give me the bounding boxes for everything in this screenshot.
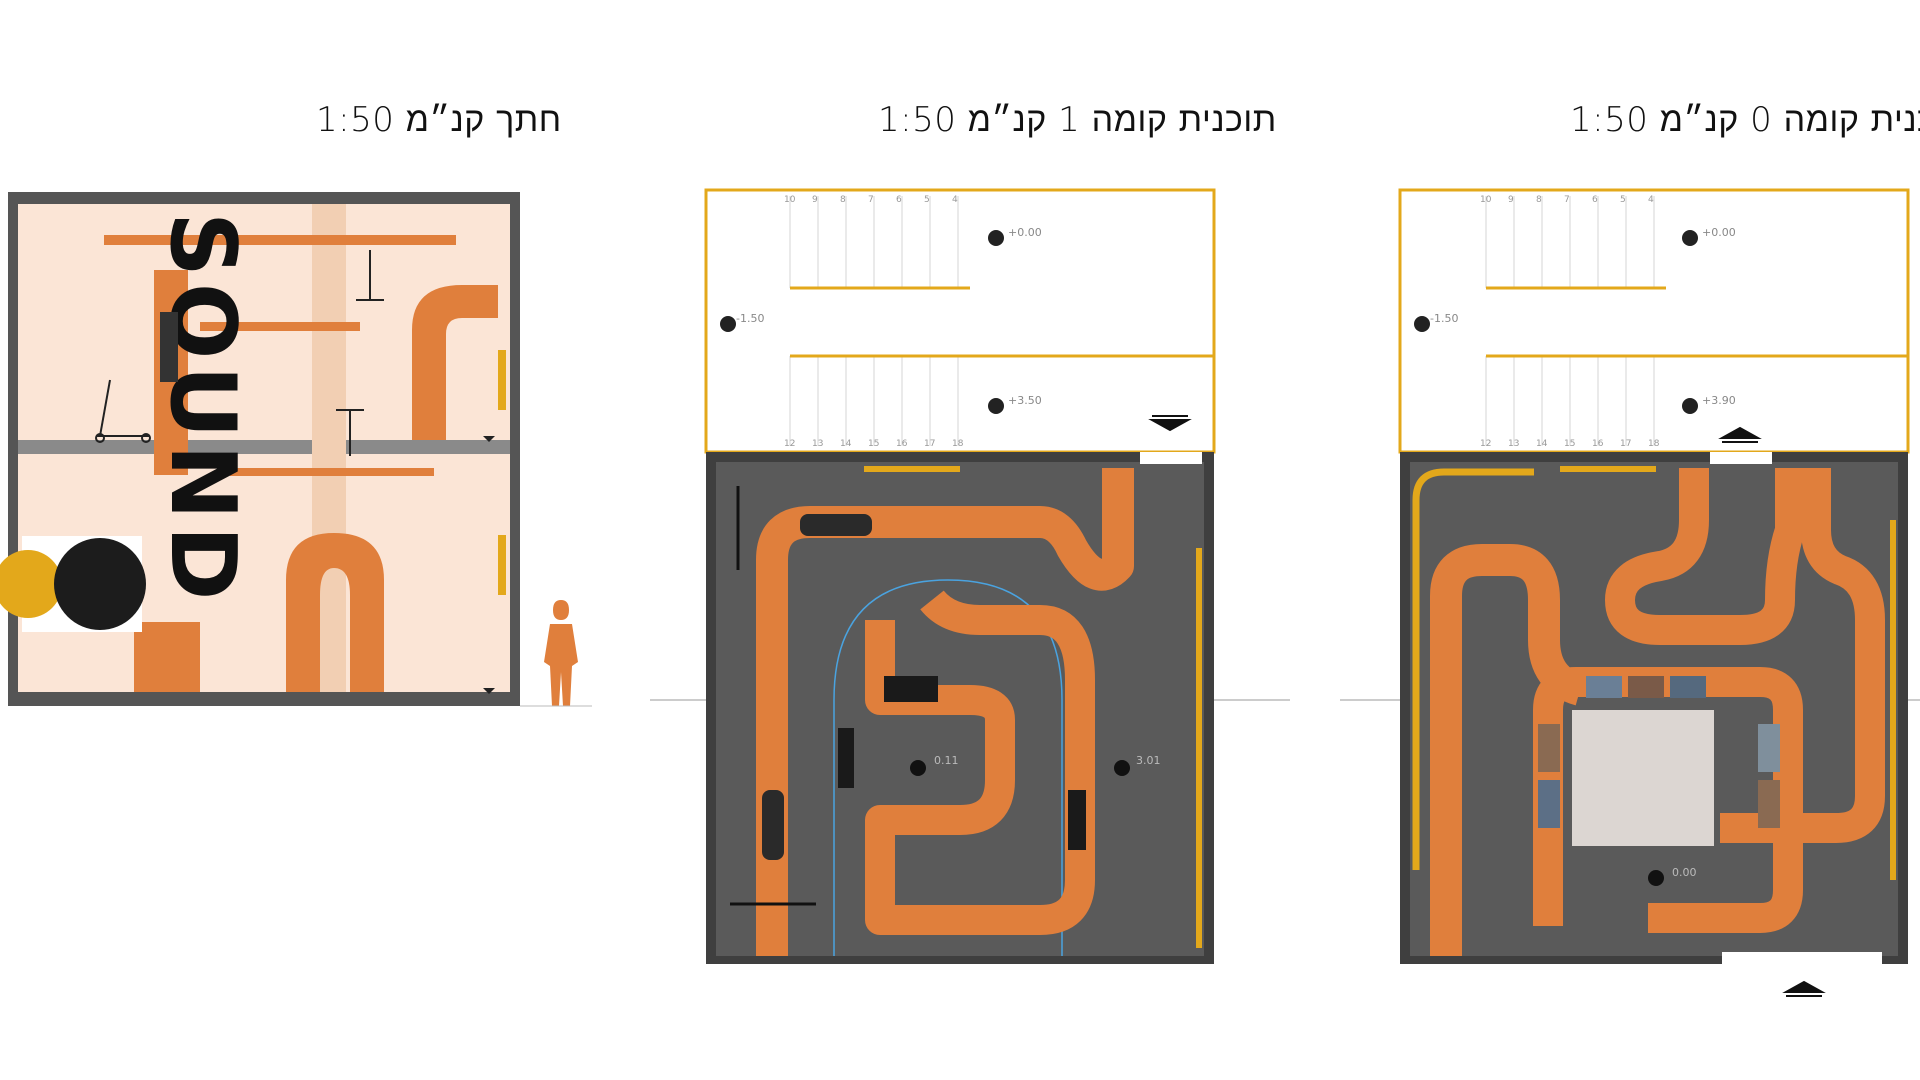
floor1-level-right: 3.01 — [1136, 754, 1161, 767]
floor0-stair-top-number-4: 6 — [1592, 195, 1598, 205]
floor1-level-left: -1.50 — [736, 312, 764, 325]
scooter-sketch — [95, 250, 384, 456]
floor0-level-mid: +3.90 — [1702, 394, 1736, 407]
section-big-word: SOUND — [150, 212, 255, 606]
floor0-yellow-corner — [1412, 468, 1534, 870]
floor1-bench-2 — [838, 728, 854, 788]
floor1-stair-top-number-0: 10 — [784, 195, 796, 205]
floor1-level-mid: +3.50 — [1008, 394, 1042, 407]
floor1-arrow — [1148, 415, 1192, 432]
floor0-level-top: +0.00 — [1702, 226, 1736, 239]
floor0-arrow-top — [1718, 426, 1762, 443]
floor0-level-left: -1.50 — [1430, 312, 1458, 325]
floor0-stair-bottom-number-0: 12 — [1480, 439, 1491, 449]
floor0-stair-bottom-number-5: 17 — [1620, 439, 1631, 449]
floor0-yellow-right — [1890, 520, 1896, 880]
floor1-marker-left — [720, 316, 736, 332]
floor1-stair-lines — [789, 196, 959, 446]
floor1-stair-bottom-number-4: 16 — [896, 439, 908, 449]
floor0-stair-top-number-2: 8 — [1536, 195, 1542, 205]
section-info-disc — [54, 538, 146, 630]
section-yellow-disc — [0, 550, 62, 618]
floor1-stair-top-number-1: 9 — [812, 195, 818, 205]
floor0-exhibit-frame — [1533, 667, 1803, 933]
section-title: חתך קנ״מ 1:50 — [316, 100, 562, 140]
floor1-stair-bottom-number-6: 18 — [952, 439, 964, 449]
floor0-stair-bottom-number-4: 16 — [1592, 439, 1604, 449]
floor1-stair-top-number-6: 4 — [952, 195, 958, 205]
floor0-exhibit-map — [1572, 710, 1714, 846]
floor1-drawing: +0.00 -1.50 +3.50 0.11 3.01 10 9 8 7 6 5 4 12 13… — [650, 188, 1290, 964]
floor1-track — [756, 468, 1134, 956]
floor0-marker-center — [1648, 870, 1664, 886]
floor0-stair-top-number-3: 7 — [1564, 195, 1570, 205]
human-figure — [544, 600, 578, 706]
floor1-stair-zone — [704, 188, 1216, 454]
floor1-level-center: 0.11 — [934, 754, 959, 767]
floor1-figure-1 — [800, 514, 872, 536]
floor0-arrow-bottom — [1782, 980, 1826, 997]
floor1-stair-top-number-5: 5 — [924, 195, 930, 205]
floor0-title: תוכנית קומה 0 קנ״מ 1:50 — [1570, 100, 1920, 140]
floor1-door-gap — [1140, 452, 1202, 464]
floor1-marker-right — [1114, 760, 1130, 776]
floor0-track-center — [1605, 468, 1805, 645]
floor1-title: תוכנית קומה 1 קנ״מ 1:50 — [878, 100, 1277, 140]
floor0-photo-strip — [1538, 676, 1780, 828]
floor1-yellow-right — [1196, 548, 1202, 948]
section-yellow-accent-1 — [498, 350, 506, 410]
floor0-marker-top — [1682, 230, 1698, 246]
floor1-stair-top-number-3: 7 — [868, 195, 874, 205]
floor1-bench-3 — [1068, 790, 1086, 850]
floor0-yellow-top — [1560, 466, 1656, 472]
floor0-stair-top-number-1: 9 — [1508, 195, 1514, 205]
section-level-marker-2 — [483, 688, 495, 694]
section-floor-slab — [18, 440, 510, 454]
floor1-level-top: +0.00 — [1008, 226, 1042, 239]
floor0-track-left — [1430, 544, 1586, 956]
floor0-marker-left — [1414, 316, 1430, 332]
floor0-stair-bottom-number-6: 18 — [1648, 439, 1660, 449]
floor0-stair-bottom-number-2: 14 — [1536, 439, 1548, 449]
floor1-stair-bottom-number-0: 12 — [784, 439, 795, 449]
floor1-arch-outline — [833, 579, 1063, 956]
floor0-stair-lines — [1485, 196, 1655, 446]
floor0-stair-top-number-6: 4 — [1648, 195, 1654, 205]
section-level-marker-1 — [483, 436, 495, 442]
floor1-track-inner — [865, 589, 1095, 935]
floor1-marker-top — [988, 230, 1004, 246]
floor0-level-center: 0.00 — [1672, 866, 1697, 879]
floor1-figure-2 — [762, 790, 784, 860]
floor1-marker-mid — [988, 398, 1004, 414]
section-figure-dark — [160, 312, 178, 382]
section-beam-low — [230, 468, 434, 476]
floor0-stair-top-number-5: 5 — [1620, 195, 1626, 205]
section-lower-block — [134, 622, 200, 692]
floor1-stair-top-number-4: 6 — [896, 195, 902, 205]
floor1-yellow-top — [864, 466, 960, 472]
section-beam-mid — [200, 322, 360, 331]
floor1-stair-top-number-2: 8 — [840, 195, 846, 205]
floor0-marker-mid — [1682, 398, 1698, 414]
floor0-stair-bottom-number-3: 15 — [1564, 439, 1575, 449]
floor1-stair-bottom-number-2: 14 — [840, 439, 852, 449]
section-arch-lower — [286, 533, 384, 692]
floor0-door-gap-bottom — [1722, 952, 1882, 964]
floor1-stair-bottom-number-3: 15 — [868, 439, 879, 449]
floor0-stair-top-number-0: 10 — [1480, 195, 1492, 205]
floor1-stair-bottom-number-5: 17 — [924, 439, 935, 449]
section-drawing: SOUND — [0, 192, 592, 707]
section-beam-top — [104, 235, 456, 245]
floor0-stair-bottom-number-1: 13 — [1508, 439, 1519, 449]
floor0-track-right — [1720, 468, 1885, 843]
floor1-stair-bottom-number-1: 13 — [812, 439, 823, 449]
section-yellow-accent-2 — [498, 535, 506, 595]
floor0-door-gap-top — [1710, 452, 1772, 464]
floor0-drawing: +0.00 -1.50 +3.90 0.00 10 9 8 7 6 5 4 12 13 14 15 1… — [1340, 188, 1920, 997]
section-arch-upper — [412, 285, 498, 440]
floor1-bench-1 — [884, 676, 938, 702]
floor1-marker-center — [910, 760, 926, 776]
